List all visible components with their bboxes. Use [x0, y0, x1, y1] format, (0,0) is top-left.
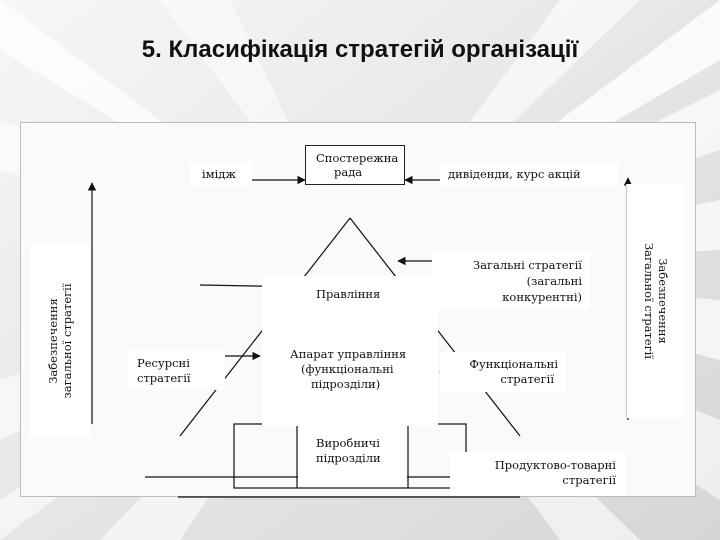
product-line1: Продуктово-товарні: [494, 458, 616, 472]
production-line2: підрозділи: [316, 451, 381, 465]
left-support-text: Забезпечення загальної стратегії: [46, 283, 74, 398]
general-strategies-box: Загальні стратегії (загальні конкурентні…: [432, 252, 590, 310]
functional-line1: Функціональні: [469, 357, 558, 371]
dividends-box: дивіденди, курс акцій: [440, 162, 618, 186]
right-support-line2: Загальної стратегії: [642, 243, 656, 359]
apparatus-line2: (функціональні: [301, 362, 394, 376]
dividends-label: дивіденди, курс акцій: [448, 167, 581, 181]
general-line3: конкурентні): [502, 290, 582, 304]
product-strategies-box: Продуктово-товарні стратегії: [450, 452, 626, 496]
observer-board-line1: Спостережна: [316, 151, 399, 165]
left-support-box: Забезпечення загальної стратегії: [30, 244, 90, 438]
production-units-box: Виробничі підрозділи: [298, 425, 407, 487]
resource-strategies-box: Ресурсні стратегії: [127, 350, 225, 390]
apparatus-line1: Апарат управління: [290, 347, 407, 361]
right-support-text: Забезпечення Загальної стратегії: [642, 243, 670, 359]
right-support-line1: Забезпечення: [656, 258, 670, 344]
general-line1: Загальні стратегії: [472, 258, 582, 272]
right-support-box: Забезпечення Загальної стратегії: [626, 184, 685, 418]
left-support-line1: Забезпечення: [46, 298, 60, 384]
observer-board-box: Спостережна рада: [305, 145, 405, 185]
board-label: Правління: [316, 287, 381, 301]
functional-line2: стратегії: [500, 372, 554, 386]
observer-board-line2: рада: [334, 165, 363, 179]
image-label: імідж: [202, 167, 236, 181]
image-box: імідж: [190, 162, 252, 186]
functional-strategies-box: Функціональні стратегії: [440, 352, 566, 392]
resource-line1: Ресурсні: [137, 356, 190, 370]
production-line1: Виробничі: [316, 436, 380, 450]
management-center-box: [262, 276, 438, 426]
page-title: 5. Класифікація стратегій організації: [141, 36, 579, 63]
apparatus-line3: підрозділи): [311, 377, 381, 391]
general-line2: (загальні: [526, 274, 582, 288]
product-line2: стратегії: [562, 473, 616, 487]
resource-line2: стратегії: [137, 371, 191, 385]
left-support-line2: загальної стратегії: [60, 283, 74, 399]
